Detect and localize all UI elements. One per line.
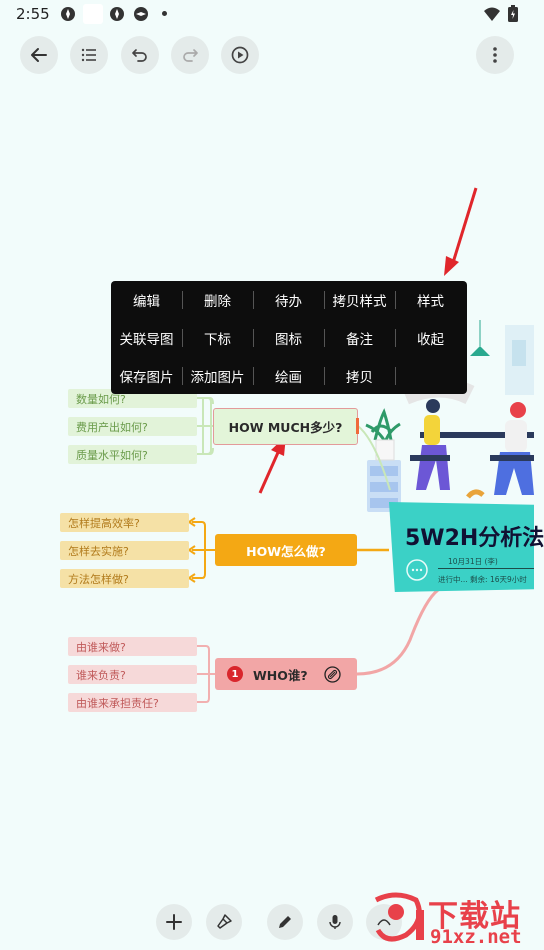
app-notification-icon (134, 7, 148, 21)
node-how[interactable]: HOW怎么做? (215, 534, 357, 566)
menu-divider (324, 367, 325, 385)
more-options-button[interactable] (476, 36, 514, 74)
task-progress-icon (406, 559, 428, 581)
list-item[interactable]: 谁来负责? (68, 665, 197, 684)
menu-divider (324, 329, 325, 347)
central-topic-title: 5W2H分析法 (405, 526, 544, 551)
draw-button[interactable] (267, 904, 303, 940)
back-arrow-icon (31, 48, 47, 62)
menu-divider (324, 291, 325, 309)
pencil-icon (279, 916, 291, 928)
menu-divider (395, 291, 396, 309)
annotation-arrow (444, 187, 478, 276)
battery-icon (508, 5, 518, 22)
menu-divider (253, 367, 254, 385)
add-node-button[interactable] (156, 904, 192, 940)
node-how-label: HOW怎么做? (246, 543, 326, 559)
link-icon[interactable] (323, 665, 341, 683)
menu-divider (253, 291, 254, 309)
menu-divider (182, 329, 183, 347)
menu-item-add-image[interactable]: 添加图片 (190, 369, 245, 386)
central-topic[interactable] (389, 502, 534, 592)
format-painter-button[interactable] (206, 904, 242, 940)
node-who-label: WHO谁? (253, 667, 308, 683)
app-notification-icon (61, 7, 75, 21)
node-resize-handle[interactable] (356, 418, 359, 434)
connect-icon (377, 919, 391, 926)
outline-list-icon (81, 48, 96, 62)
task-progress-text: 进行中... 剩余: 16天9小时 (438, 575, 527, 584)
format-brush-icon (217, 914, 232, 929)
list-item[interactable]: 由谁来做? (68, 637, 197, 656)
menu-divider (253, 329, 254, 347)
menu-item-delete[interactable]: 删除 (204, 293, 231, 310)
menu-item-copy[interactable]: 拷贝 (346, 369, 373, 386)
menu-divider (182, 291, 183, 309)
plus-icon (166, 914, 182, 930)
redo-button[interactable] (171, 36, 209, 74)
list-item[interactable]: 方法怎样做? (60, 569, 189, 588)
task-date: 10月31日 (李) (448, 557, 498, 566)
menu-item-copy-style[interactable]: 拷贝样式 (332, 293, 387, 310)
menu-item-edit[interactable]: 编辑 (133, 293, 160, 310)
redo-icon (183, 49, 198, 62)
node-who[interactable]: 1 WHO谁? (215, 658, 357, 690)
menu-item-link-map[interactable]: 关联导图 (119, 331, 174, 348)
undo-button[interactable] (121, 36, 159, 74)
voice-input-button[interactable] (317, 904, 353, 940)
status-time: 2:55 (16, 5, 50, 23)
menu-item-save-image[interactable]: 保存图片 (119, 369, 174, 386)
menu-divider (395, 329, 396, 347)
menu-divider (395, 367, 396, 385)
status-bar: 2:55 (0, 0, 534, 28)
list-item[interactable]: 怎样去实施? (60, 541, 189, 560)
back-button[interactable] (20, 36, 58, 74)
menu-item-collapse[interactable]: 收起 (417, 331, 444, 348)
app-notification-icon (110, 7, 124, 21)
node-how-much-label: HOW MUCH多少? (228, 420, 343, 435)
undo-icon (132, 49, 147, 62)
node-context-menu: 编辑 删除 待办 拷贝样式 样式 关联导图 下标 图标 备注 收起 保存图片 添… (111, 281, 467, 394)
watermark-url: 91xz.net (430, 926, 522, 948)
wifi-icon (484, 7, 500, 21)
more-notifications-dot (162, 11, 167, 16)
node-how-much[interactable]: HOW MUCH多少? (213, 408, 358, 445)
play-icon (231, 46, 249, 64)
watermark-logo (374, 892, 424, 942)
list-item[interactable]: 费用产出如何? (68, 417, 197, 436)
task-progress-line (438, 568, 534, 569)
play-button[interactable] (221, 36, 259, 74)
priority-badge: 1 (227, 666, 243, 682)
menu-item-style[interactable]: 样式 (417, 293, 444, 310)
menu-item-icon[interactable]: 图标 (275, 331, 302, 348)
app-notification-icon (83, 4, 103, 24)
microphone-icon (329, 915, 341, 929)
more-vertical-icon (493, 47, 497, 63)
menu-divider (182, 367, 183, 385)
list-item[interactable]: 质量水平如何? (68, 445, 197, 464)
outline-button[interactable] (70, 36, 108, 74)
watermark-text: 下载站 (428, 899, 521, 934)
list-item[interactable]: 由谁来承担责任? (68, 693, 197, 712)
menu-item-draw[interactable]: 绘画 (275, 369, 302, 386)
menu-item-subscript[interactable]: 下标 (204, 331, 231, 348)
list-item[interactable]: 怎样提高效率? (60, 513, 189, 532)
menu-item-note[interactable]: 备注 (346, 331, 373, 348)
menu-item-todo[interactable]: 待办 (275, 293, 302, 310)
